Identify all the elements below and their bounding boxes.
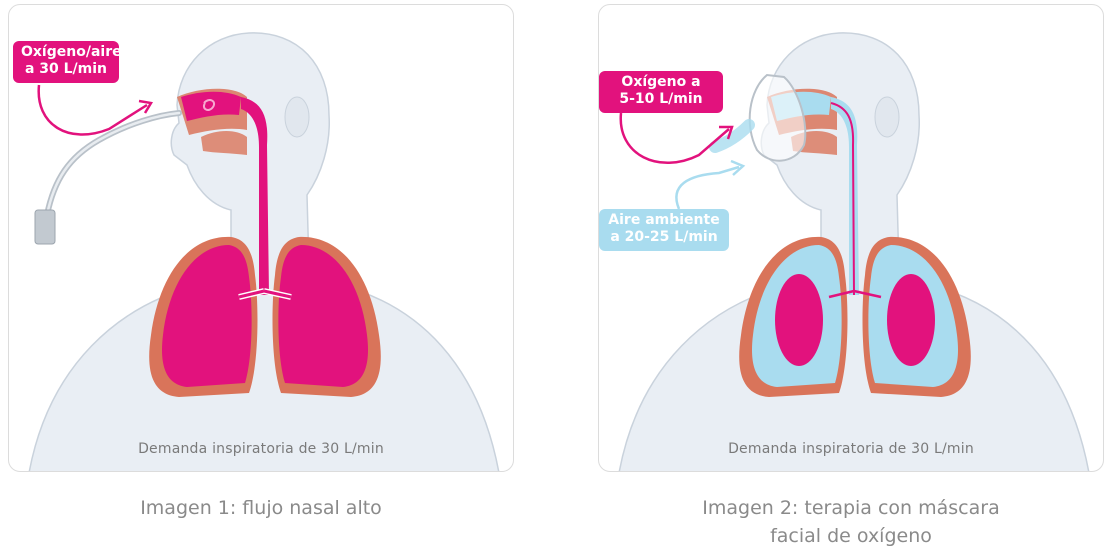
right-lung-oxygen [887,274,935,366]
ear [875,97,899,137]
room-air-flow-arrow [676,167,739,209]
oxygen-air-flow-label: Oxígeno/aire a 30 L/min [13,41,119,83]
caption-image-1: Imagen 1: flujo nasal alto [8,494,514,522]
left-lung-oxygen [162,245,252,387]
room-air-flow-label: Aire ambiente a 20-25 L/min [599,209,729,251]
diagram-panel-oxygen-mask: Oxígeno a 5-10 L/min Aire ambiente a 20-… [598,4,1104,472]
ear [285,97,309,137]
nasal-cannula-tube [47,113,179,215]
caption-image-2: Imagen 2: terapia con máscara facial de … [598,494,1104,550]
left-lung-oxygen [775,274,823,366]
oxygen-flow-label: Oxígeno a 5-10 L/min [599,71,723,113]
inspiratory-demand-label: Demanda inspiratoria de 30 L/min [599,441,1103,457]
mouth-tissue [201,131,247,155]
right-lung-oxygen [278,245,368,387]
diagram-panel-high-flow-nasal: Oxígeno/aire a 30 L/min Demanda inspirat… [8,4,514,472]
oxygen-flow-arrow [621,113,729,163]
inspiratory-demand-label: Demanda inspiratoria de 30 L/min [9,441,513,457]
tube-connector [35,210,55,244]
